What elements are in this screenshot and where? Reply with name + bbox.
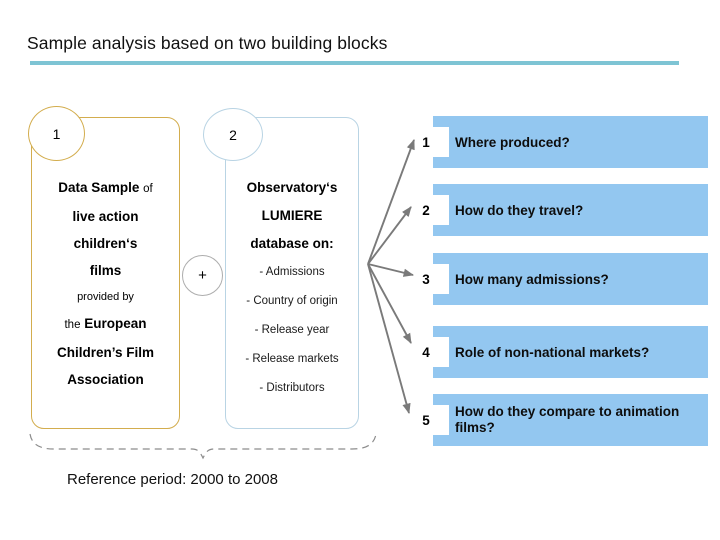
lumiere-item-distributors: - Distributors — [259, 382, 325, 394]
question-row-1[interactable]: 1 Where produced? — [408, 116, 708, 168]
title-divider — [30, 61, 679, 65]
lumiere-text: Observatory‘s LUMIERE database on: - Adm… — [226, 174, 358, 403]
data-sample-line-5: provided by — [77, 291, 134, 303]
data-sample-text: Data Sample of live action children‘s fi… — [32, 174, 179, 393]
question-row-5[interactable]: 5 How do they compare to animation films… — [408, 394, 708, 446]
question-number-3: 3 — [422, 271, 430, 287]
lumiere-item-release-markets: - Release markets — [245, 353, 339, 365]
question-label-5: How do they compare to animation films? — [455, 404, 680, 435]
question-notch-3 — [433, 264, 449, 294]
question-notch-1 — [433, 127, 449, 157]
lumiere-item-release-year: - Release year — [254, 324, 330, 336]
data-sample-line-3: children‘s — [73, 236, 138, 251]
question-label-1: Where produced? — [455, 134, 570, 150]
brace-path — [29, 433, 377, 460]
lumiere-heading-1: Observatory‘s — [246, 180, 338, 195]
arrow-to-question-3 — [367, 263, 415, 277]
lumiere-heading-3: database on: — [250, 236, 334, 251]
arrow-to-question-2 — [367, 206, 412, 265]
page-title: Sample analysis based on two building bl… — [27, 33, 388, 53]
arrow-to-question-5 — [367, 263, 411, 415]
question-bar-3 — [433, 253, 708, 305]
question-row-4[interactable]: 4 Role of non-national markets? — [408, 326, 708, 378]
data-sample-line-2: live action — [72, 209, 139, 224]
question-notch-2 — [433, 195, 449, 225]
question-bar-2 — [433, 184, 708, 236]
lumiere-item-country-of-origin: - Country of origin — [246, 295, 338, 307]
question-number-2: 2 — [422, 202, 430, 218]
lumiere-heading-2: LUMIERE — [261, 208, 323, 223]
question-notch-4 — [433, 337, 449, 367]
block-number-badge-2: 2 — [203, 108, 263, 161]
question-label-2: How do they travel? — [455, 202, 584, 218]
question-number-5: 5 — [422, 412, 430, 428]
data-sample-line-7: Children’s Film — [56, 345, 154, 360]
data-sample-line-1: Data Sample of — [58, 180, 153, 195]
reference-period-brace — [29, 433, 377, 460]
data-sample-line-4: films — [89, 263, 122, 278]
building-block-data-sample: Data Sample of live action children‘s fi… — [31, 117, 180, 429]
plus-operator-icon: + — [182, 255, 223, 296]
reference-period-caption: Reference period: 2000 to 2008 — [67, 471, 278, 488]
question-bar-5 — [433, 394, 708, 446]
question-row-3[interactable]: 3 How many admissions? — [408, 253, 708, 305]
arrow-to-question-4 — [367, 263, 412, 344]
question-label-3: How many admissions? — [455, 271, 609, 287]
data-sample-line-6: the European — [64, 316, 147, 331]
question-number-4: 4 — [422, 344, 430, 360]
data-sample-line-8: Association — [67, 372, 144, 387]
question-row-2[interactable]: 2 How do they travel? — [408, 184, 708, 236]
lumiere-item-admissions: - Admissions — [259, 266, 325, 278]
question-number-1: 1 — [422, 134, 430, 150]
question-bar-1 — [433, 116, 708, 168]
building-block-lumiere-database: Observatory‘s LUMIERE database on: - Adm… — [225, 117, 359, 429]
question-notch-5 — [433, 405, 449, 435]
question-label-4: Role of non-national markets? — [455, 344, 650, 360]
block-number-badge-1: 1 — [28, 106, 85, 161]
question-bar-4 — [433, 326, 708, 378]
